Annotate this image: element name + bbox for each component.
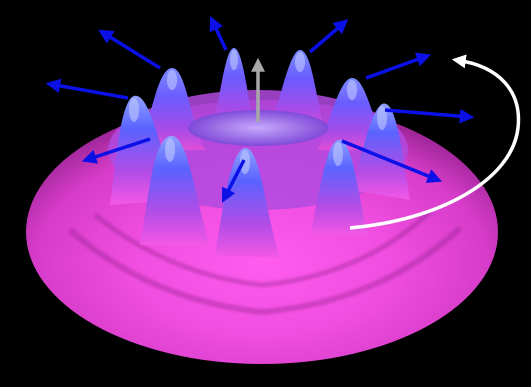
outward-arrow: [50, 84, 128, 98]
outward-arrow: [310, 22, 345, 52]
outward-arrow: [102, 32, 160, 68]
outward-arrow: [212, 20, 226, 50]
outward-arrow: [366, 56, 427, 78]
outward-arrow: [385, 110, 470, 117]
